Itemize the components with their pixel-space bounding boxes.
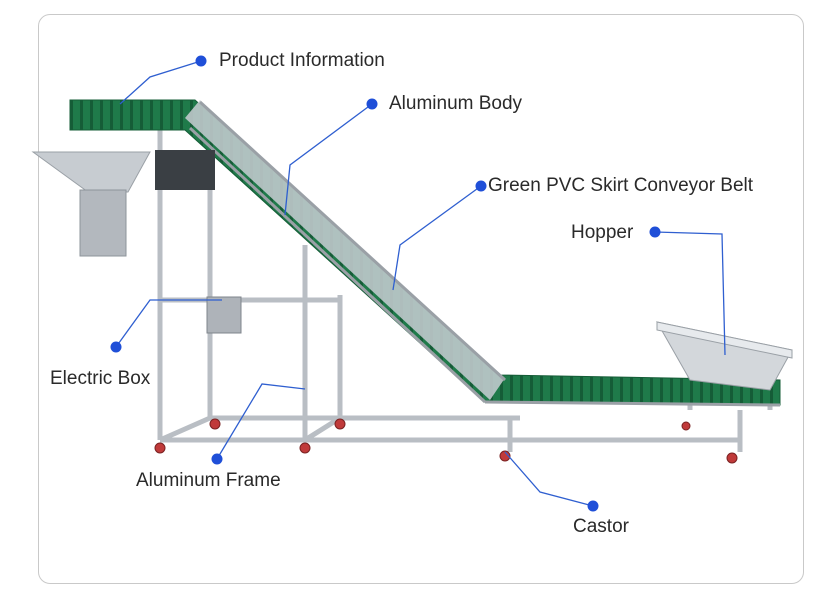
label-hopper: Hopper	[571, 222, 634, 243]
dot-hopper	[649, 226, 661, 238]
label-aluminum-body: Aluminum Body	[389, 93, 523, 114]
motor-block	[155, 150, 215, 190]
label-product-information: Product Information	[219, 50, 385, 71]
castors	[154, 418, 738, 464]
dot-castor	[587, 500, 599, 512]
dot-product-information	[195, 55, 207, 67]
green-pvc-belt	[69, 99, 781, 407]
discharge-chute	[31, 151, 151, 257]
label-aluminum-frame: Aluminum Frame	[136, 470, 281, 491]
label-castor: Castor	[573, 516, 629, 537]
label-green-pvc-belt: Green PVC Skirt Conveyor Belt	[488, 175, 754, 196]
callout-dots	[110, 55, 661, 512]
callout-lines	[115, 60, 726, 507]
dot-green-pvc-belt	[475, 180, 487, 192]
dot-aluminum-frame	[211, 453, 223, 465]
electric-box	[206, 296, 242, 334]
dot-aluminum-body	[366, 98, 378, 110]
dot-electric-box	[110, 341, 122, 353]
label-electric-box: Electric Box	[50, 368, 151, 389]
